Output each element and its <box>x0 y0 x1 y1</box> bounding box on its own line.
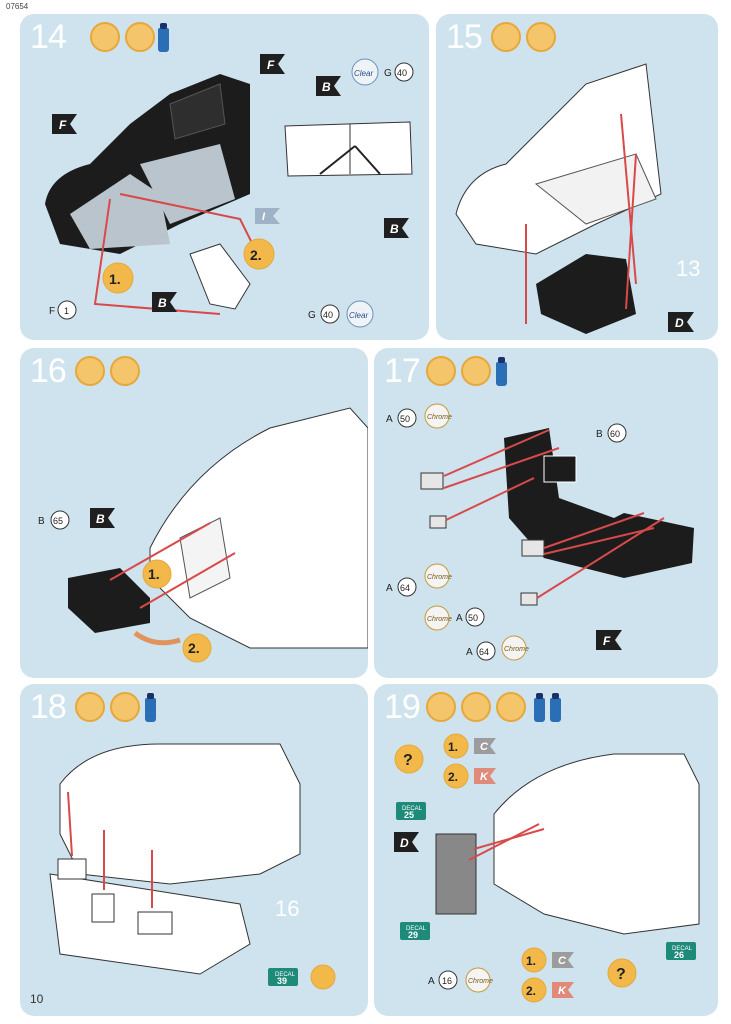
decal-label: DECAL <box>275 972 296 978</box>
part-letter: F <box>49 306 55 317</box>
flag-label: D <box>675 316 684 330</box>
step-17-panel: 17 A 50 Chrome B 60 A 64 Chrome Chrome A… <box>374 348 718 678</box>
glue-icon <box>426 356 456 386</box>
glue-icon <box>75 356 105 386</box>
seq-1: 1. <box>109 271 121 287</box>
part-letter: A <box>386 583 393 594</box>
paint-bottle-icon <box>158 23 169 52</box>
flag-label: F <box>267 58 275 72</box>
chrome-badge: Chrome <box>427 616 452 623</box>
part-number: 64 <box>479 647 489 657</box>
decal-number: 25 <box>404 810 414 820</box>
paint-brush-icon <box>125 22 155 52</box>
step-14-illustration: F F B B B I 1. 2. Clear Clear G 40 G 40 … <box>45 54 414 328</box>
step-number: 14 <box>30 18 67 56</box>
flag-label: K <box>480 771 489 783</box>
document-code: 07654 <box>6 2 29 11</box>
seq-1: 1. <box>448 740 458 754</box>
part-number: 50 <box>400 414 410 424</box>
flag-label: B <box>390 222 399 236</box>
part-letter: G <box>384 68 392 79</box>
flag-label: K <box>558 985 567 997</box>
step-16-panel: 16 B 65 B 1. 2. <box>20 348 368 678</box>
part-letter: A <box>466 647 473 658</box>
step-16-illustration: B 65 B 1. 2. <box>38 407 368 663</box>
part-number: 16 <box>275 896 299 921</box>
step-19-panel: 19 ? 1. C 2. K DECAL 25 DECAL 29 DECAL 2… <box>374 684 718 1016</box>
glue-icon <box>491 22 521 52</box>
paint-bottle-icon <box>145 693 156 722</box>
step-number: 16 <box>30 352 67 390</box>
step-number: 17 <box>384 352 421 390</box>
part-letter: B <box>38 516 45 527</box>
paint-brush-icon <box>526 22 556 52</box>
flag-label: B <box>96 512 105 526</box>
seq-1: 1. <box>148 566 160 582</box>
part-letter: A <box>428 976 435 987</box>
flag-label: D <box>400 836 409 850</box>
step-18-panel: 18 16 DECAL 39 <box>20 684 368 1016</box>
decal-number: 26 <box>674 950 684 960</box>
step-15-panel: 15 13 D <box>436 14 718 340</box>
glue-icon <box>90 22 120 52</box>
part-number: 65 <box>53 516 63 526</box>
decal-number: 29 <box>408 930 418 940</box>
step-15-illustration: 13 D <box>455 63 700 334</box>
chrome-badge: Chrome <box>427 414 452 421</box>
flag-label: B <box>322 80 331 94</box>
part-number: 50 <box>468 613 478 623</box>
step-number: 15 <box>446 18 483 56</box>
part-number: 13 <box>676 256 700 281</box>
seq-2: 2. <box>188 640 200 656</box>
seq-1: 1. <box>526 954 536 968</box>
flag-label: B <box>158 296 167 310</box>
glue-icon <box>75 692 105 722</box>
page-number: 10 <box>30 992 44 1006</box>
seq-2: 2. <box>448 770 458 784</box>
part-letter: G <box>308 310 316 321</box>
part-number: 1 <box>64 306 69 316</box>
question-mark: ? <box>403 752 413 769</box>
paint-brush-icon <box>110 356 140 386</box>
seq-2: 2. <box>526 984 536 998</box>
part-number: 40 <box>397 68 407 78</box>
question-mark: ? <box>616 966 626 983</box>
decal-icon <box>496 692 526 722</box>
part-letter: A <box>386 414 393 425</box>
step-number: 19 <box>384 688 421 726</box>
part-letter: B <box>596 429 603 440</box>
paint-bottle-icon <box>550 693 561 722</box>
glue-icon <box>426 692 456 722</box>
decal-label: DECAL <box>672 946 693 952</box>
flag-label: I <box>262 211 266 223</box>
part-number: 60 <box>610 429 620 439</box>
clear-badge: Clear <box>354 69 373 78</box>
paint-brush-icon <box>461 356 491 386</box>
part-number: 16 <box>442 976 452 986</box>
part-number: 40 <box>323 310 333 320</box>
step-18-illustration: 16 DECAL 39 <box>49 743 336 990</box>
decal-label: DECAL <box>402 806 423 812</box>
step-number: 18 <box>30 688 67 726</box>
chrome-badge: Chrome <box>427 574 452 581</box>
seq-2: 2. <box>250 247 262 263</box>
step-19-illustration: ? 1. C 2. K DECAL 25 DECAL 29 DECAL 26 D… <box>394 733 700 1003</box>
decal-number: 39 <box>277 976 287 986</box>
flag-label: F <box>603 634 611 648</box>
decal-icon <box>110 692 140 722</box>
paint-brush-icon <box>461 692 491 722</box>
step-17-illustration: A 50 Chrome B 60 A 64 Chrome Chrome A 50… <box>386 403 694 661</box>
chrome-badge: Chrome <box>504 646 529 653</box>
clear-badge: Clear <box>349 311 368 320</box>
flag-label: F <box>59 118 67 132</box>
part-number: 64 <box>400 583 410 593</box>
paint-bottle-icon <box>496 357 507 386</box>
decal-label: DECAL <box>406 926 427 932</box>
paint-bottle-icon <box>534 693 545 722</box>
step-14-panel: 14 F F B B B I 1. 2. <box>20 14 429 340</box>
flag-label: C <box>480 741 489 753</box>
chrome-badge: Chrome <box>468 978 493 985</box>
flag-label: C <box>558 955 567 967</box>
part-letter: A <box>456 613 463 624</box>
